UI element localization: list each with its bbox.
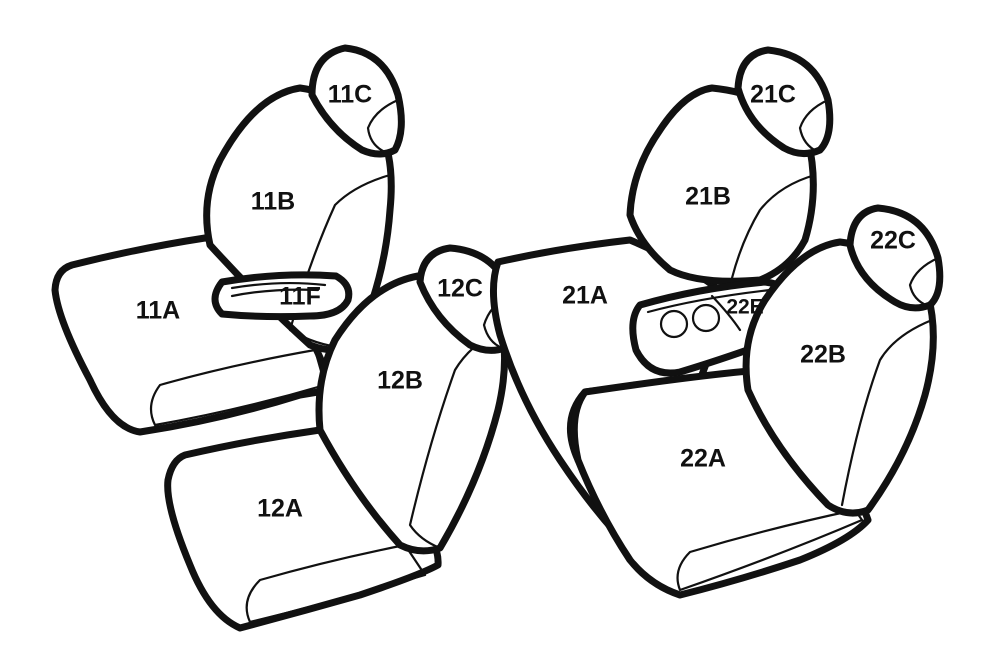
seat-rear xyxy=(489,46,944,599)
seat-headrest-11c xyxy=(308,44,405,158)
seat-12 xyxy=(164,244,518,632)
seat-headrest-11c-trim xyxy=(366,98,400,154)
label-12a: 12A xyxy=(257,495,303,523)
seat-11 xyxy=(51,44,405,436)
label-11f: 11F xyxy=(279,283,321,311)
cupholder-right-icon xyxy=(691,303,721,333)
label-12b: 12B xyxy=(377,367,423,395)
console-22e-trim xyxy=(646,288,772,332)
seat-backrest-12b-trim xyxy=(408,328,502,550)
cupholder-left-icon xyxy=(659,309,689,339)
seat-headrest-21c-trim xyxy=(798,98,830,154)
seat-headrest-22c xyxy=(846,204,944,312)
seat-cushion-12a-trim xyxy=(245,543,427,624)
armrest-11f-trim xyxy=(230,281,327,298)
label-22a: 22A xyxy=(680,445,726,473)
label-11c: 11C xyxy=(328,81,372,109)
label-21c: 21C xyxy=(750,81,796,109)
label-11a: 11A xyxy=(136,297,180,325)
seat-backrest-21b-trim xyxy=(730,173,817,280)
label-22b: 22B xyxy=(800,341,846,369)
seat-headrest-22c-trim xyxy=(908,256,940,308)
seat-backrest-11b-trim xyxy=(288,173,392,350)
seat-cushion-22a-trim xyxy=(676,508,864,592)
label-12c: 12C xyxy=(437,275,483,303)
seat-cushion-11a-trim xyxy=(149,348,327,427)
label-21a: 21A xyxy=(562,282,608,310)
seat-headrest-21c xyxy=(734,46,834,157)
seat-backrest-22b-trim xyxy=(840,318,934,507)
label-22c: 22C xyxy=(870,227,916,255)
label-11b: 11B xyxy=(251,188,295,216)
label-21b: 21B xyxy=(685,183,731,211)
label-22e: 22E xyxy=(726,296,763,319)
